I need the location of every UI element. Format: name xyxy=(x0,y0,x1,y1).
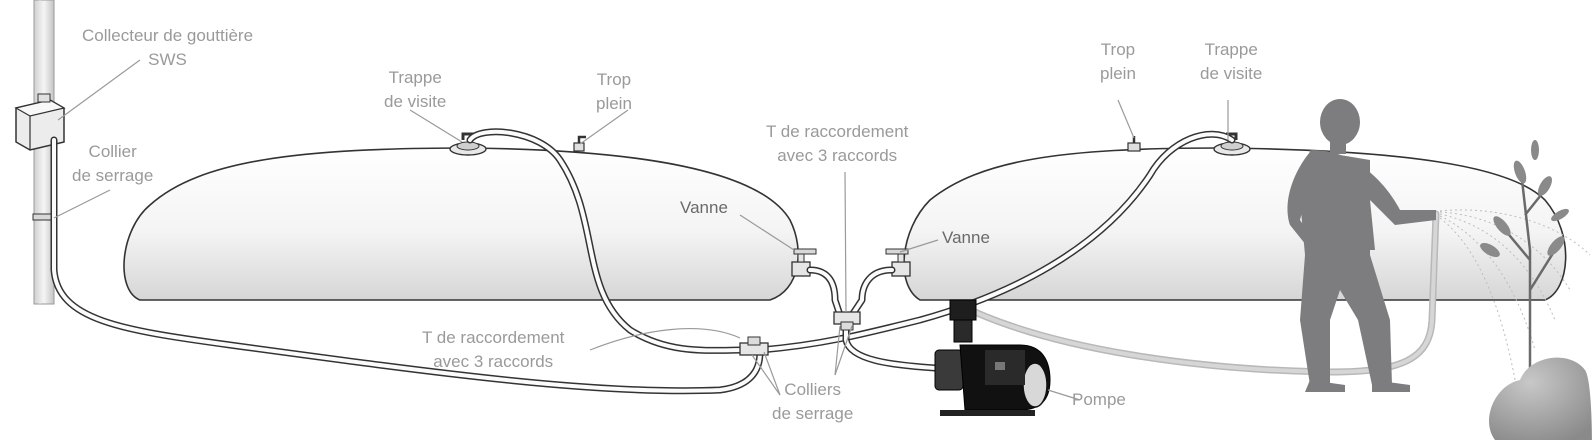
right-valve xyxy=(885,248,911,277)
right-hatch xyxy=(1213,132,1251,156)
label-pump: Pompe xyxy=(1072,390,1126,409)
right-tank xyxy=(903,147,1567,301)
left-overflow xyxy=(573,135,586,152)
water-spray xyxy=(1439,209,1591,381)
pump xyxy=(934,299,1051,416)
right-overflow xyxy=(1127,136,1141,152)
left-hatch xyxy=(449,132,487,156)
top-tee xyxy=(833,311,861,331)
bottom-tee xyxy=(739,336,769,356)
plant xyxy=(1480,140,1592,440)
label-valve-right: Vanne xyxy=(942,228,990,247)
label-valve-left: Vanne xyxy=(680,198,728,217)
person-watering xyxy=(1287,99,1436,392)
left-valve xyxy=(791,248,817,277)
left-tank xyxy=(123,147,799,301)
leader-lines xyxy=(53,59,1229,401)
